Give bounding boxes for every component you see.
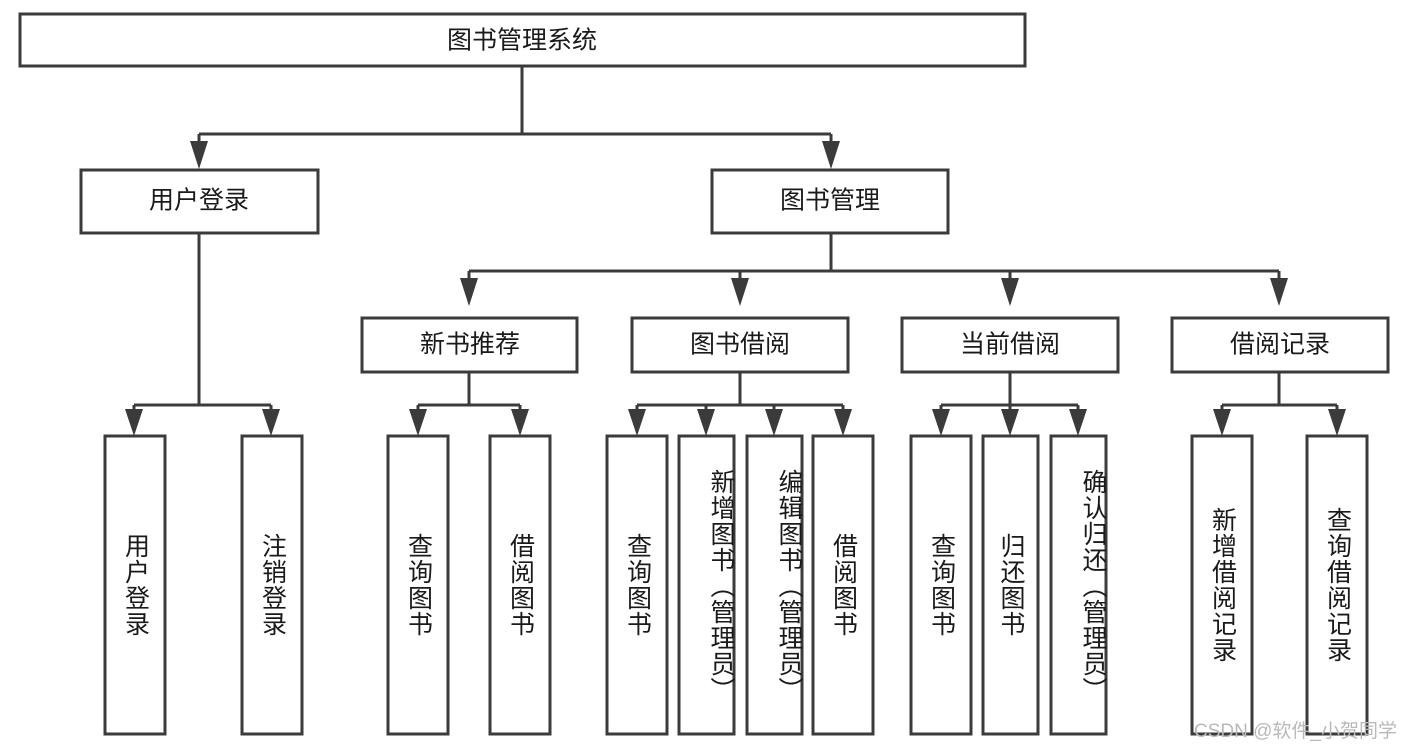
node-book-borrowing[interactable]: 图书借阅 [630,316,850,374]
arrow-to-leaf-query-book-c [932,409,950,436]
node-box-leaf-borrow-book-a[interactable] [488,434,552,736]
connector-group-new-book-rec-to-leaves [409,372,529,436]
node-label-borrowing-record: 借阅记录 [1230,331,1330,359]
connector-group-user-login-to-leaves [125,234,280,436]
arrow-to-leaf-logout [262,409,280,436]
node-box-leaf-query-book-a[interactable] [386,434,450,736]
connector-group-root-to-level2 [190,66,840,169]
node-box-leaf-query-book-c[interactable] [909,434,973,736]
node-box-borrowing-record[interactable] [1170,316,1390,374]
arrow-to-new-book-rec [460,278,478,306]
node-box-book-borrowing[interactable] [630,316,850,374]
arrow-to-leaf-edit-book [765,409,783,436]
arrow-to-leaf-borrow-book-a [511,409,529,436]
arrow-to-borrow-record [1270,278,1288,306]
arrow-to-leaf-user-login [125,409,143,436]
node-box-book-management[interactable] [710,168,950,235]
connector-group-book-mgmt-to-level3 [460,234,1288,306]
node-box-current-borrowing[interactable] [900,316,1120,374]
csdn-watermark: CSDN @软件_小贺同学 [1194,721,1397,742]
arrow-to-book-mgmt [822,141,840,169]
node-box-leaf-add-record[interactable] [1190,434,1254,736]
arrow-to-leaf-query-book-a [409,409,427,436]
node-label-user-login: 用户登录 [149,187,249,215]
arrow-to-book-borrow [731,278,749,306]
node-box-leaf-query-record[interactable] [1305,434,1369,736]
node-box-leaf-return-book[interactable] [981,434,1040,736]
arrow-to-leaf-add-record [1213,409,1231,436]
node-label-book-management: 图书管理 [780,187,880,215]
node-root-book-management-system[interactable]: 图书管理系统 [18,12,1027,68]
node-box-leaf-logout[interactable] [240,434,304,736]
connector-group-book-borrow-to-leaves [628,372,852,436]
arrow-to-current-borrow [1001,278,1019,306]
node-label-current-borrowing: 当前借阅 [960,331,1060,359]
node-box-new-book-recommendation[interactable] [360,316,579,374]
arrow-to-leaf-query-book-b [628,409,646,436]
arrow-to-leaf-borrow-book-b [834,409,852,436]
connector-group-current-borrow-to-leaves [932,372,1087,436]
node-box-leaf-borrow-book-b[interactable] [811,434,875,736]
node-borrowing-record[interactable]: 借阅记录 [1170,316,1390,374]
node-box-leaf-confirm-return[interactable] [1049,434,1108,736]
node-current-borrowing[interactable]: 当前借阅 [900,316,1120,374]
node-box-leaf-user-login[interactable] [103,434,167,736]
arrow-to-leaf-query-record [1328,409,1346,436]
node-box-leaf-add-book[interactable] [677,434,736,736]
node-book-management[interactable]: 图书管理 [710,168,950,235]
connector-group-borrow-record-to-leaves [1213,372,1346,436]
node-label-book-borrowing: 图书借阅 [690,331,790,359]
arrow-to-leaf-confirm-return [1069,409,1087,436]
node-new-book-recommendation[interactable]: 新书推荐 [360,316,579,374]
node-user-login[interactable]: 用户登录 [79,168,320,235]
node-box-leaf-query-book-b[interactable] [605,434,669,736]
node-box-user-login[interactable] [79,168,320,235]
arrow-to-leaf-return-book [1001,409,1019,436]
node-box-root[interactable] [18,12,1027,68]
arrow-to-leaf-add-book [697,409,715,436]
node-label-new-book-recommendation: 新书推荐 [420,331,520,359]
node-label-root: 图书管理系统 [447,27,597,55]
arrow-to-user-login [190,141,208,169]
node-box-leaf-edit-book[interactable] [745,434,804,736]
